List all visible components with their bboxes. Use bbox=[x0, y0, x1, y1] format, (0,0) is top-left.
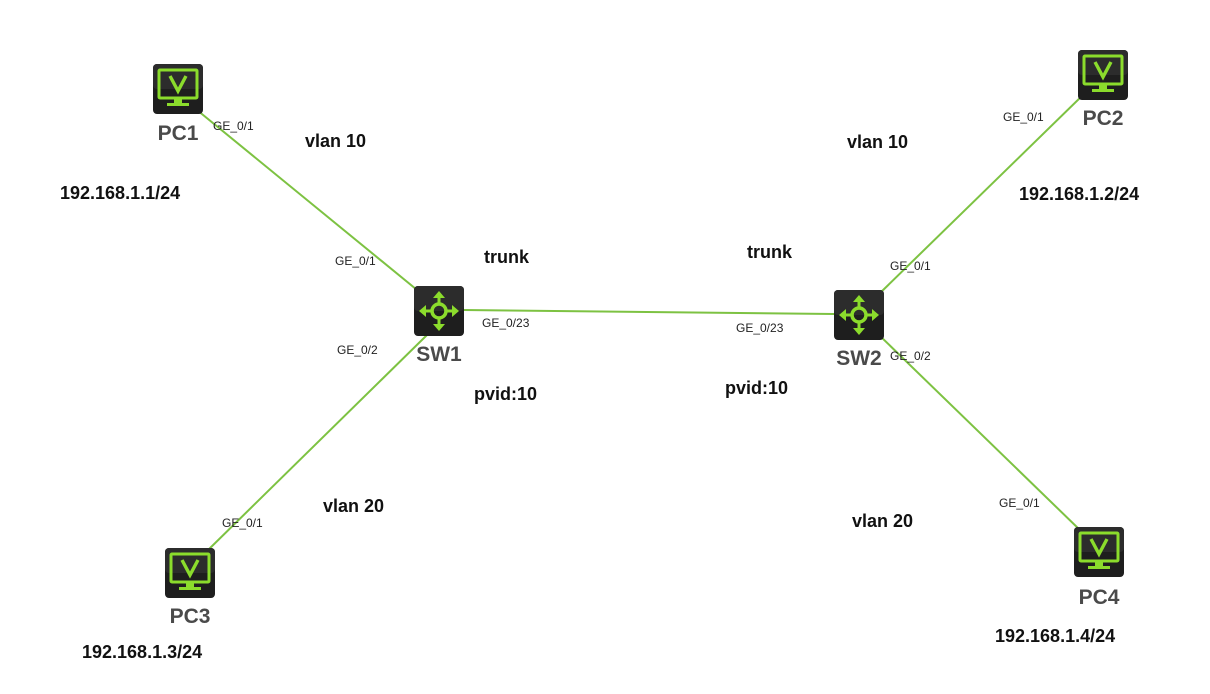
note-sw2-trunk: trunk bbox=[747, 242, 793, 262]
note-sw1-vlan20: vlan 20 bbox=[323, 496, 384, 516]
pc1-label: PC1 bbox=[158, 122, 199, 145]
ip-pc3: 192.168.1.3/24 bbox=[82, 642, 202, 662]
note-sw2-vlan20: vlan 20 bbox=[852, 511, 913, 531]
ip-pc2: 192.168.1.2/24 bbox=[1019, 184, 1139, 204]
ip-pc1: 192.168.1.1/24 bbox=[60, 183, 180, 203]
pc-monitor-icon[interactable] bbox=[151, 62, 205, 116]
pc-monitor-icon[interactable] bbox=[1072, 525, 1126, 579]
port-label-sw1-ge02: GE_0/2 bbox=[337, 343, 378, 357]
device-pc2[interactable]: PC2 bbox=[1076, 48, 1130, 130]
port-label-sw2-ge02: GE_0/2 bbox=[890, 349, 931, 363]
note-sw2-vlan10: vlan 10 bbox=[847, 132, 908, 152]
port-label-pc1: GE_0/1 bbox=[213, 119, 254, 133]
port-label-sw1-ge01: GE_0/1 bbox=[335, 254, 376, 268]
note-sw1-vlan10: vlan 10 bbox=[305, 131, 366, 151]
pc2-label: PC2 bbox=[1083, 107, 1124, 130]
sw1-label: SW1 bbox=[416, 343, 462, 366]
link-pc3-sw1[interactable] bbox=[204, 334, 428, 554]
device-sw1[interactable]: SW1 bbox=[412, 284, 466, 366]
pc-monitor-icon[interactable] bbox=[163, 546, 217, 600]
link-pc2-sw2[interactable] bbox=[877, 93, 1085, 296]
link-pc1-sw1[interactable] bbox=[196, 109, 423, 295]
port-label-sw1-ge023: GE_0/23 bbox=[482, 316, 530, 330]
note-sw1-trunk: trunk bbox=[484, 247, 530, 267]
sw2-label: SW2 bbox=[836, 347, 882, 370]
pc4-label: PC4 bbox=[1079, 586, 1120, 609]
switch-icon[interactable] bbox=[832, 288, 886, 342]
link-sw1-sw2[interactable] bbox=[462, 309, 835, 315]
note-sw2-pvid: pvid:10 bbox=[725, 378, 788, 398]
port-label-sw2-ge023: GE_0/23 bbox=[736, 321, 784, 335]
switch-icon[interactable] bbox=[412, 284, 466, 338]
link-pc4-sw2[interactable] bbox=[877, 333, 1083, 533]
port-label-pc2: GE_0/1 bbox=[1003, 110, 1044, 124]
port-label-sw2-ge01: GE_0/1 bbox=[890, 259, 931, 273]
device-pc1[interactable]: PC1 bbox=[151, 62, 205, 145]
port-label-pc3: GE_0/1 bbox=[222, 516, 263, 530]
pc-monitor-icon[interactable] bbox=[1076, 48, 1130, 102]
device-sw2[interactable]: SW2 bbox=[832, 288, 886, 370]
port-label-pc4: GE_0/1 bbox=[999, 496, 1040, 510]
note-sw1-pvid: pvid:10 bbox=[474, 384, 537, 404]
pc3-label: PC3 bbox=[170, 605, 211, 628]
device-pc3[interactable]: PC3 bbox=[163, 546, 217, 628]
device-pc4[interactable]: PC4 bbox=[1072, 525, 1126, 609]
ip-pc4: 192.168.1.4/24 bbox=[995, 626, 1115, 646]
